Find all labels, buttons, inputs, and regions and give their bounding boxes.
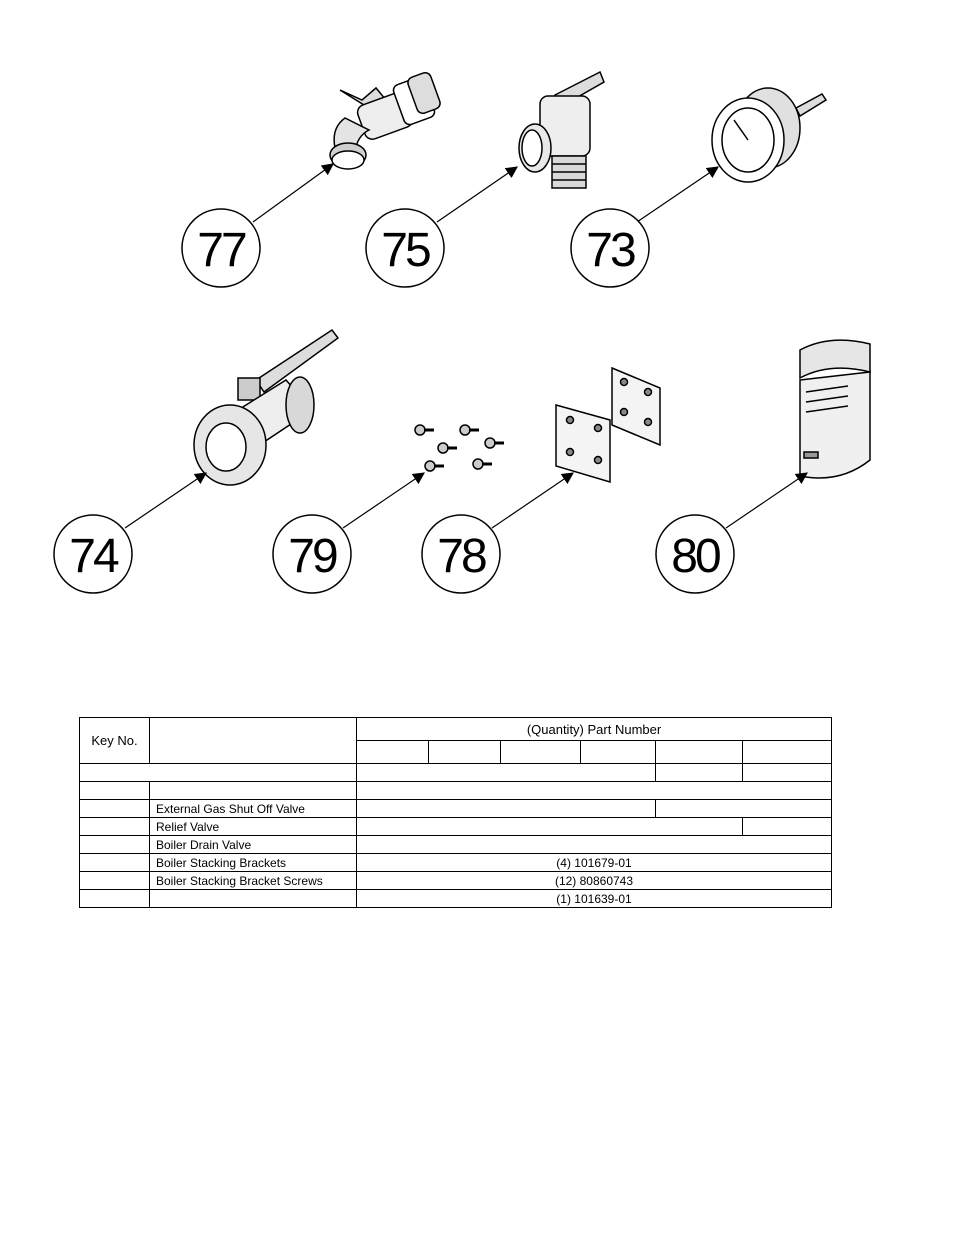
callout-78-label: 78 — [437, 530, 486, 583]
part-number-cell — [356, 781, 832, 800]
model-col-6 — [742, 740, 832, 764]
description-cell: Boiler Stacking Bracket Screws — [149, 871, 357, 890]
table-row: Relief Valve — [79, 817, 832, 836]
part-number-cell-alt — [742, 817, 832, 836]
section-cell-c — [742, 763, 832, 782]
callout-77-label: 77 — [197, 224, 246, 277]
table-row: Boiler Drain Valve — [79, 835, 832, 854]
part-number-cell: (1) 101639-01 — [356, 889, 832, 908]
callout-74: 74 — [53, 514, 133, 594]
table-row — [79, 781, 832, 800]
part-number-cell — [356, 817, 743, 836]
description-cell: Boiler Drain Valve — [149, 835, 357, 854]
part-number-cell — [356, 799, 656, 818]
table-row: Boiler Stacking Brackets (4) 101679-01 — [79, 853, 832, 872]
callout-80: 80 — [655, 514, 735, 594]
callout-79-label: 79 — [288, 530, 337, 583]
callout-80-label: 80 — [671, 530, 720, 583]
description-cell: Boiler Stacking Brackets — [149, 853, 357, 872]
model-col-4 — [580, 740, 656, 764]
model-col-2 — [428, 740, 501, 764]
key-cell — [79, 853, 150, 872]
key-cell — [79, 817, 150, 836]
section-cell-a — [356, 763, 656, 782]
key-cell — [79, 889, 150, 908]
callout-74-label: 74 — [69, 530, 119, 583]
gas-valve-drawing — [193, 328, 340, 486]
key-cell — [79, 799, 150, 818]
part-number-header: (Quantity) Part Number — [356, 717, 832, 741]
stacking-brackets-drawing — [555, 366, 661, 484]
description-cell — [149, 781, 357, 800]
callout-73-label: 73 — [586, 224, 635, 277]
callout-77: 77 — [181, 208, 261, 288]
table-row: Boiler Stacking Bracket Screws (12) 8086… — [79, 871, 832, 890]
model-col-3 — [500, 740, 581, 764]
table-row — [79, 763, 832, 782]
leader-lines — [124, 163, 808, 529]
callout-75-label: 75 — [381, 224, 430, 277]
description-header — [149, 717, 357, 764]
description-cell: Relief Valve — [149, 817, 357, 836]
key-no-header: Key No. — [79, 717, 150, 764]
callout-73: 73 — [570, 208, 650, 288]
part-number-cell: (4) 101679-01 — [356, 853, 832, 872]
description-cell: External Gas Shut Off Valve — [149, 799, 357, 818]
callout-75: 75 — [365, 208, 445, 288]
key-cell — [79, 781, 150, 800]
model-col-5 — [655, 740, 743, 764]
table-header-row: Key No. (Quantity) Part Number — [79, 717, 832, 764]
callout-79: 79 — [272, 514, 352, 594]
bracket-screws-drawing — [414, 424, 504, 472]
section-label-cell — [79, 763, 357, 782]
part-number-cell — [356, 835, 832, 854]
table-row: (1) 101639-01 — [79, 889, 832, 908]
part-number-cell: (12) 80860743 — [356, 871, 832, 890]
section-cell-b — [655, 763, 743, 782]
relief-valve-drawing — [518, 70, 605, 189]
description-cell — [149, 889, 357, 908]
fitting-drawing — [799, 339, 871, 479]
table-subheader-row — [80, 740, 832, 764]
callout-78: 78 — [421, 514, 501, 594]
parts-illustration: 77 75 73 74 79 78 80 — [53, 70, 871, 594]
key-cell — [79, 871, 150, 890]
drain-valve-drawing — [329, 71, 441, 170]
key-cell — [79, 835, 150, 854]
table-row: External Gas Shut Off Valve — [79, 799, 832, 818]
parts-table: Key No. (Quantity) Part Number External … — [79, 717, 832, 908]
model-col-1 — [356, 740, 429, 764]
part-number-cell-alt — [655, 799, 832, 818]
pressure-gauge-drawing — [711, 87, 828, 183]
